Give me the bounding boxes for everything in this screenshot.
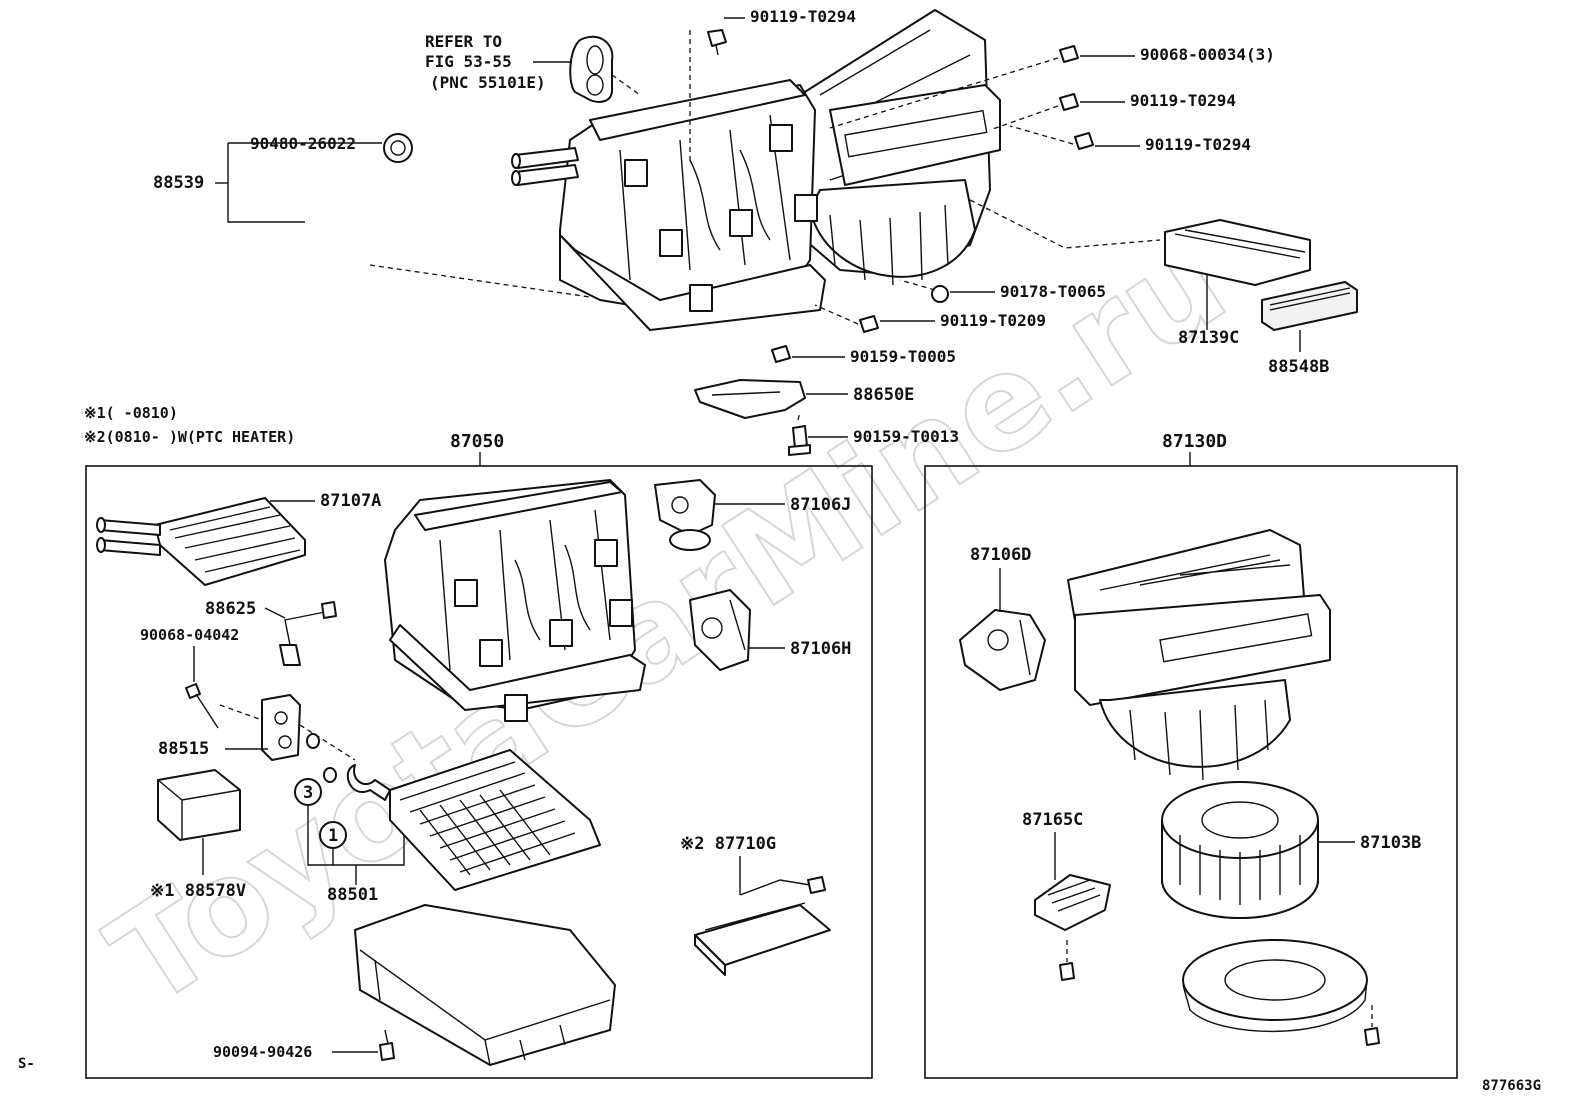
label-screw-3: 90068-00034(3) [1140, 45, 1275, 64]
o-ring-mark-3: 3 [303, 783, 313, 803]
label-clip: 90159-T0013 [853, 427, 959, 446]
label-heater-core: 87107A [320, 491, 381, 511]
group-frame-87130D [924, 465, 1458, 1079]
refer-note-line-2: FIG 53-55 [425, 52, 512, 71]
heater-core-illustration [96, 497, 306, 586]
refer-note-line-1: REFER TO [425, 32, 502, 51]
label-bolt-r1: 90119-T0294 [1130, 91, 1236, 110]
ptc-heater-illustration [694, 876, 831, 976]
evaporator-illustration [346, 749, 601, 891]
blower-case-illustration [1067, 529, 1331, 781]
label-bolt-exp: 90068-04042 [140, 626, 239, 644]
bracket-illustration [694, 379, 811, 456]
servo-motor-d-illustration [959, 609, 1046, 691]
refer-note-line-3: (PNC 55101E) [430, 73, 546, 92]
hvac-assembly-illustration [511, 9, 1001, 331]
label-bolt-top: 90119-T0294 [750, 7, 856, 26]
refer-grommet-illustration [569, 35, 614, 103]
label-bracket: 88650E [853, 385, 914, 405]
expansion-valve-illustration [261, 694, 301, 761]
servo-motor-h-illustration [689, 589, 751, 671]
o-ring-mark-1: 1 [328, 826, 338, 846]
label-blower-motor: 87103B [1360, 833, 1421, 853]
label-bolt-low: 90159-T0005 [850, 347, 956, 366]
sensor-illustration [279, 601, 337, 666]
seat-screw-illustration [1364, 1005, 1380, 1046]
label-resistor: 87165C [1022, 810, 1083, 830]
block-illustration [157, 769, 241, 841]
label-exp-valve: 88515 [158, 739, 209, 759]
air-mix-case-illustration [384, 479, 646, 722]
label-filter-cover: 88548B [1268, 357, 1329, 377]
case-screw-illustration [379, 1029, 395, 1061]
bolt-expansion-illustration [185, 683, 219, 729]
label-servo-d: 87106D [970, 545, 1031, 565]
label-ptc-heater: ※2 87710G [680, 834, 776, 854]
label-screw-case: 90094-90426 [213, 1043, 312, 1061]
figure-id: 877663G [1482, 1078, 1541, 1094]
label-servo-h: 87106H [790, 639, 851, 659]
bolt-top-illustration [707, 29, 727, 56]
group-frame-87050 [85, 465, 873, 1079]
motor-seat-illustration [1182, 939, 1368, 1033]
label-hose: 88539 [153, 173, 204, 193]
footnote-2: ※2(0810- )W(PTC HEATER) [84, 428, 295, 446]
label-bolt-mid: 90119-T0209 [940, 311, 1046, 330]
label-block: ※1 88578V [150, 881, 246, 901]
label-bolt-r2: 90119-T0294 [1145, 135, 1251, 154]
servo-motor-j-illustration [654, 479, 716, 551]
group-label-87050: 87050 [450, 431, 504, 452]
label-nut: 90178-T0065 [1000, 282, 1106, 301]
screw-right-illustration [1059, 45, 1094, 150]
lower-case-illustration [354, 904, 616, 1066]
label-filter: 87139C [1178, 328, 1239, 348]
label-grommet: 90480-26022 [250, 134, 356, 153]
resistor-illustration [1034, 874, 1111, 931]
label-evaporator: 88501 [327, 885, 378, 905]
footnote-1: ※1( -0810) [84, 404, 178, 422]
label-servo-j: 87106J [790, 495, 851, 515]
resistor-screw-illustration [1059, 940, 1075, 981]
label-sensor: 88625 [205, 599, 256, 619]
blower-motor-illustration [1161, 781, 1319, 919]
nut-bolts-illustration [771, 285, 949, 363]
air-filter-illustration [1164, 219, 1358, 331]
drain-hose-illustration [306, 133, 515, 265]
corner-left-mark: S- [18, 1056, 35, 1072]
group-label-87130D: 87130D [1162, 431, 1227, 452]
